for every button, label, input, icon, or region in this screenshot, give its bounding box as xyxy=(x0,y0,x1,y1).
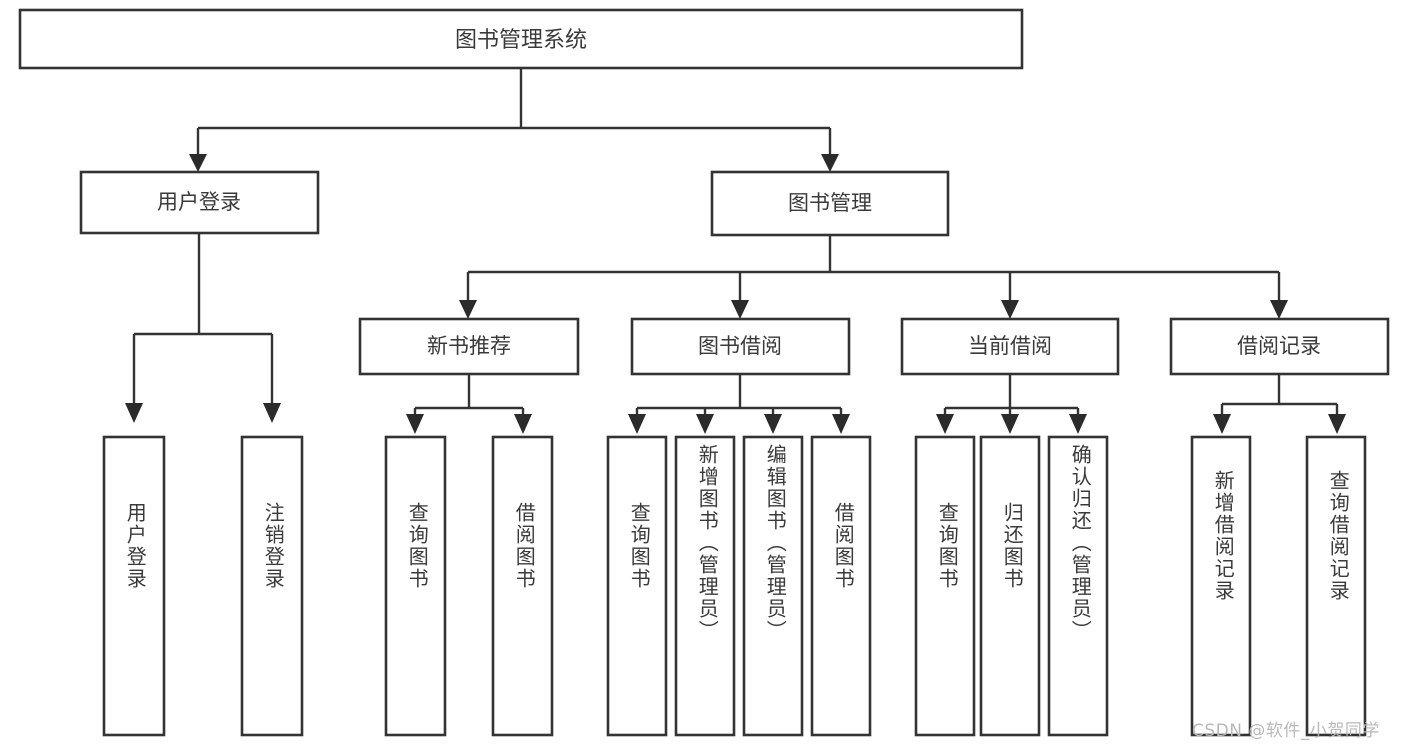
node-borrow-record-label: 借阅记录 xyxy=(1237,334,1321,358)
node-book-management[interactable]: 图书管理 xyxy=(710,170,950,237)
leaf-book-borrow-1[interactable] xyxy=(606,435,668,737)
leaf-borrow-record-1[interactable] xyxy=(1190,435,1252,737)
node-new-book-recommend[interactable]: 新书推荐 xyxy=(358,317,580,376)
connector-bookborrow-to-leaves xyxy=(628,374,850,434)
csdn-watermark: CSDN @软件_小贺同学 xyxy=(1192,721,1380,741)
leaf-book-borrow-3[interactable] xyxy=(742,435,804,737)
connector-currentborrow-to-leaves xyxy=(936,374,1087,434)
leaf-borrow-record-2[interactable] xyxy=(1305,435,1367,737)
leaf-book-borrow-4[interactable] xyxy=(810,435,872,737)
leaf-current-borrow-1[interactable] xyxy=(914,435,976,737)
leaf-user-login-1[interactable] xyxy=(102,435,166,737)
connector-userlogin-to-leaves xyxy=(125,233,281,423)
connector-newbook-to-leaves xyxy=(406,374,532,434)
leaf-new-book-2[interactable] xyxy=(491,435,554,737)
node-current-borrow[interactable]: 当前借阅 xyxy=(900,317,1120,376)
node-user-login-label: 用户登录 xyxy=(157,190,241,214)
connector-root-to-level2 xyxy=(189,69,839,172)
node-borrow-record[interactable]: 借阅记录 xyxy=(1169,317,1390,376)
node-user-login[interactable]: 用户登录 xyxy=(79,170,320,235)
node-root-label: 图书管理系统 xyxy=(455,28,587,53)
node-book-borrow[interactable]: 图书借阅 xyxy=(630,317,851,376)
leaf-new-book-1[interactable] xyxy=(384,435,447,737)
connector-borrowrecord-to-leaves xyxy=(1213,374,1346,434)
node-root[interactable]: 图书管理系统 xyxy=(18,8,1024,70)
connector-bookmgmt-to-level3 xyxy=(459,235,1288,319)
leaf-book-borrow-2[interactable] xyxy=(674,435,736,737)
leaf-user-login-2[interactable] xyxy=(240,435,304,737)
node-current-borrow-label: 当前借阅 xyxy=(968,334,1052,358)
node-book-borrow-label: 图书借阅 xyxy=(698,334,782,358)
leaf-current-borrow-2[interactable] xyxy=(979,435,1041,737)
leaf-current-borrow-3[interactable] xyxy=(1047,435,1109,737)
node-new-book-recommend-label: 新书推荐 xyxy=(427,334,511,358)
node-book-management-label: 图书管理 xyxy=(788,191,872,215)
